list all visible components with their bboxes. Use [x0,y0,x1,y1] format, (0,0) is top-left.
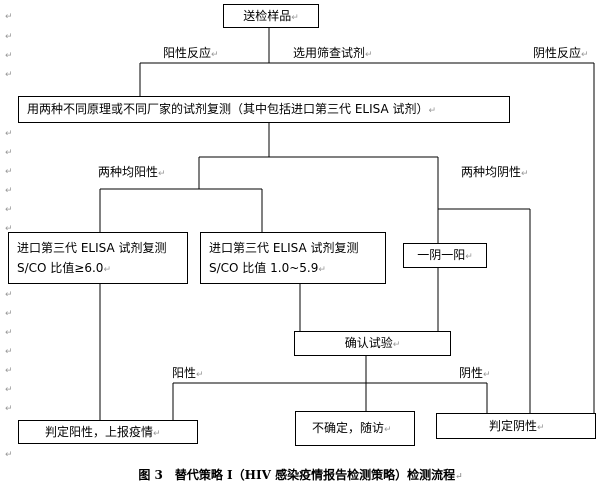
paragraph-mark: ↵ [5,205,13,215]
label-negative-reaction: 阴性反应↵ [533,46,589,62]
node-high-sco: 进口第三代 ELISA 试剂复测 S/CO 比值≥6.0↵ [8,232,188,284]
node-sample: 送检样品↵ [223,4,319,28]
node-uncertain: 不确定，随访↵ [295,411,415,446]
label-positive: 阳性↵ [172,366,204,382]
node-confirm: 确认试验↵ [294,331,451,356]
paragraph-mark: ↵ [5,290,13,300]
paragraph-mark: ↵ [5,51,13,61]
node-one-pos-one-neg: 一阴一阳↵ [403,243,487,268]
node-mid-sco: 进口第三代 ELISA 试剂复测 S/CO 比值 1.0~5.9↵ [200,232,386,284]
paragraph-mark: ↵ [5,32,13,42]
paragraph-mark: ↵ [5,70,13,80]
paragraph-mark: ↵ [5,450,13,460]
paragraph-mark: ↵ [5,309,13,319]
paragraph-mark: ↵ [5,366,13,376]
paragraph-mark: ↵ [5,129,13,139]
node-judge-negative: 判定阴性↵ [436,413,596,439]
paragraph-mark: ↵ [5,12,13,22]
paragraph-mark: ↵ [5,328,13,338]
paragraph-mark: ↵ [5,224,13,234]
paragraph-mark: ↵ [5,404,13,414]
figure-caption: 图 3 替代策略 I（HIV 感染疫情报告检测策略）检测流程↵ [138,468,463,482]
paragraph-mark: ↵ [5,186,13,196]
paragraph-mark: ↵ [5,385,13,395]
label-select-screening: 选用筛查试剂↵ [293,46,373,62]
label-both-positive: 两种均阳性↵ [98,165,166,181]
paragraph-mark: ↵ [5,167,13,177]
paragraph-mark: ↵ [5,347,13,357]
node-retest: 用两种不同原理或不同厂家的试剂复测（其中包括进口第三代 ELISA 试剂）↵ [18,96,510,123]
label-negative: 阴性↵ [459,366,491,382]
node-judge-positive: 判定阳性，上报疫情↵ [18,420,198,444]
label-positive-reaction: 阳性反应↵ [163,46,219,62]
label-both-negative: 两种均阴性↵ [461,165,529,181]
paragraph-mark: ↵ [5,148,13,158]
